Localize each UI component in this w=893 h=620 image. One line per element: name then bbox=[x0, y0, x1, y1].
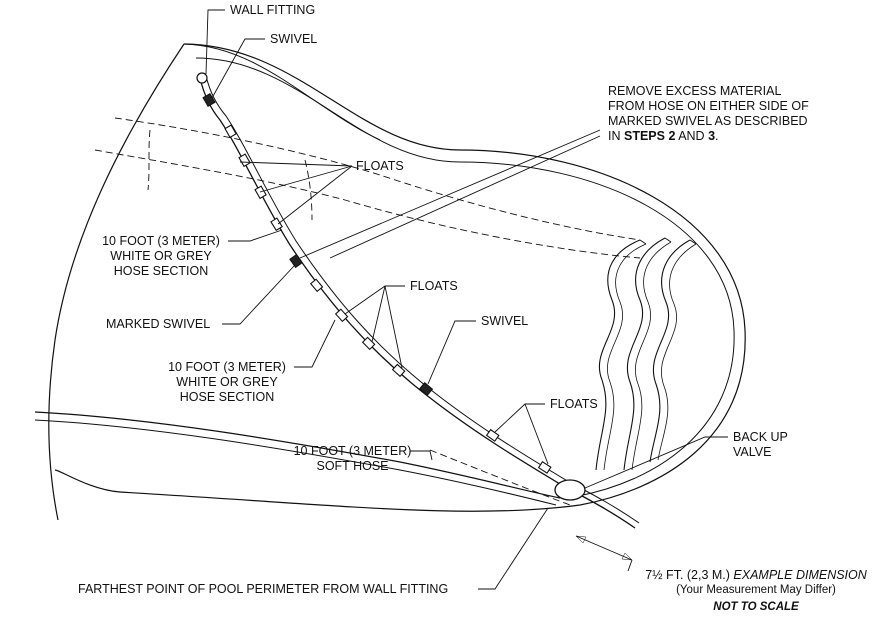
leader-floats-1b bbox=[259, 165, 353, 193]
label-marked-swivel: MARKED SWIVEL bbox=[106, 317, 211, 331]
floor-dashed-line-3 bbox=[147, 129, 151, 191]
leader-marked-swivel bbox=[222, 265, 295, 325]
leader-hose2 bbox=[294, 319, 336, 368]
float-mark bbox=[361, 336, 376, 351]
hose-inner bbox=[205, 75, 640, 524]
hose1-line-3: HOSE SECTION bbox=[113, 264, 209, 278]
leader-remove-2 bbox=[329, 135, 601, 259]
leader-wall-fitting bbox=[205, 9, 225, 75]
step-2 bbox=[623, 237, 666, 471]
leader-floats-2a bbox=[344, 285, 405, 315]
step-3 bbox=[649, 239, 691, 463]
not-to-scale: NOT TO SCALE bbox=[713, 601, 799, 613]
leader-floats-3b bbox=[524, 403, 549, 465]
backup-line-2: VALVE bbox=[733, 445, 772, 459]
leader-backup-valve bbox=[584, 436, 728, 489]
label-dimension: 7½ FT. (2,3 M.) EXAMPLE DIMENSION (Your … bbox=[625, 568, 887, 615]
floor-dashed-line-2 bbox=[94, 149, 641, 259]
dimension-arrow-start bbox=[575, 535, 587, 544]
label-floats-1: FLOATS bbox=[356, 159, 404, 173]
leader-swivel-top bbox=[211, 38, 265, 99]
hose-outer bbox=[199, 77, 636, 529]
label-swivel-top: SWIVEL bbox=[270, 32, 318, 46]
soft-hose-dash bbox=[429, 449, 571, 506]
step-2-inner bbox=[631, 241, 672, 471]
step-3-inner bbox=[657, 243, 697, 461]
label-hose-section-2: 10 FOOT (3 METER) WHITE OR GREY HOSE SEC… bbox=[162, 360, 292, 405]
label-swivel-mid: SWIVEL bbox=[481, 314, 529, 328]
remove-line-4-prefix: IN bbox=[608, 129, 624, 143]
label-backup-valve: BACK UP VALVE bbox=[733, 430, 788, 460]
float-mark bbox=[224, 124, 237, 139]
pool-left-arc bbox=[48, 43, 185, 521]
pool-floor-edge bbox=[34, 411, 561, 499]
remove-line-1: REMOVE EXCESS MATERIAL bbox=[608, 84, 782, 98]
leader-floats-2c bbox=[384, 285, 403, 369]
leader-hose1 bbox=[228, 229, 283, 242]
label-wall-fitting: WALL FITTING bbox=[230, 3, 316, 17]
hose1-line-1: 10 FOOT (3 METER) bbox=[102, 234, 220, 248]
float-mark bbox=[391, 363, 406, 378]
backup-line-1: BACK UP bbox=[733, 430, 788, 444]
wall-fitting-mark bbox=[196, 72, 208, 84]
remove-line-4-steps: STEPS 2 bbox=[623, 129, 676, 143]
pool-wall-outline bbox=[54, 43, 746, 512]
remove-line-2: FROM HOSE ON EITHER SIDE OF bbox=[608, 99, 809, 113]
float-mark bbox=[334, 308, 349, 323]
dimension-note: (Your Measurement May Differ) bbox=[676, 584, 836, 596]
hose2-line-2: WHITE OR GREY bbox=[176, 375, 278, 389]
swivel-mark bbox=[418, 382, 434, 396]
dimension-line bbox=[575, 535, 633, 561]
step-top-3 bbox=[689, 239, 697, 245]
dimension-main: 7½ FT. (2,3 M.) EXAMPLE DIMENSION bbox=[625, 568, 887, 583]
float-mark bbox=[309, 278, 324, 293]
label-floats-2: FLOATS bbox=[410, 279, 458, 293]
label-farthest-point: FARTHEST POINT OF POOL PERIMETER FROM WA… bbox=[78, 582, 449, 596]
leader-floats-3a bbox=[494, 403, 545, 433]
leader-farthest bbox=[478, 507, 549, 590]
leader-floats-1a bbox=[239, 161, 353, 167]
remove-line-4-suffix: . bbox=[715, 129, 719, 143]
soft-line-2: SOFT HOSE bbox=[316, 459, 389, 473]
leader-soft-hose bbox=[410, 450, 433, 461]
label-hose-section-1: 10 FOOT (3 METER) WHITE OR GREY HOSE SEC… bbox=[96, 234, 226, 279]
label-floats-3: FLOATS bbox=[550, 397, 598, 411]
dimension-example: EXAMPLE DIMENSION bbox=[733, 568, 867, 582]
float-mark bbox=[537, 460, 552, 474]
leader-remove-1 bbox=[299, 129, 601, 259]
step-top-2 bbox=[664, 237, 672, 243]
leader-floats-2b bbox=[371, 285, 386, 343]
remove-line-4: IN STEPS 2 AND 3. bbox=[608, 129, 809, 144]
step-1 bbox=[595, 239, 641, 471]
floor-dashed-line-1 bbox=[114, 117, 641, 241]
remove-line-3: MARKED SWIVEL AS DESCRIBED bbox=[608, 114, 808, 128]
dimension-arrow-end bbox=[621, 552, 633, 561]
dimension-value: 7½ FT. (2,3 M.) bbox=[645, 568, 734, 582]
backup-valve-mark bbox=[554, 479, 586, 501]
dimension-leader bbox=[627, 559, 633, 572]
leader-floats-1c bbox=[277, 165, 353, 225]
remove-line-4-and: AND bbox=[675, 129, 709, 143]
step-1-inner bbox=[603, 243, 647, 471]
leader-swivel-mid bbox=[427, 320, 476, 385]
step-top-1 bbox=[639, 239, 647, 245]
hose1-line-2: WHITE OR GREY bbox=[110, 249, 212, 263]
hose2-line-1: 10 FOOT (3 METER) bbox=[168, 360, 286, 374]
marked-swivel-mark bbox=[289, 253, 303, 269]
pool-wall-top-rim bbox=[183, 43, 381, 141]
soft-line-1: 10 FOOT (3 METER) bbox=[293, 444, 412, 458]
label-soft-hose: 10 FOOT (3 METER) SOFT HOSE bbox=[290, 444, 415, 474]
remove-line-4-three: 3 bbox=[708, 129, 716, 143]
hose2-line-3: HOSE SECTION bbox=[179, 390, 275, 404]
label-remove-excess: REMOVE EXCESS MATERIAL FROM HOSE ON EITH… bbox=[608, 84, 809, 144]
pool-floor-edge-2 bbox=[34, 419, 557, 506]
floor-dashed-line-4 bbox=[304, 159, 313, 221]
float-mark bbox=[485, 428, 500, 442]
